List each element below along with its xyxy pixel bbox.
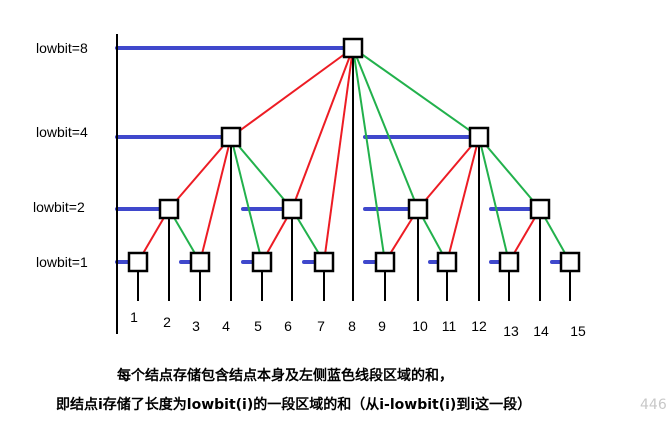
tree-node-1 xyxy=(127,251,149,273)
red-link-4-8 xyxy=(230,47,354,138)
tree-node-15 xyxy=(559,251,581,273)
watermark-text: 446 xyxy=(640,397,667,413)
index-label-5: 5 xyxy=(254,318,262,334)
tree-node-11 xyxy=(436,251,458,273)
green-link-4-5 xyxy=(230,136,263,263)
red-link-3-4 xyxy=(199,136,232,263)
index-label-4: 4 xyxy=(222,318,230,334)
index-label-8: 8 xyxy=(348,318,356,334)
index-label-13: 13 xyxy=(503,323,519,339)
level-label-2: lowbit=2 xyxy=(33,199,85,215)
red-link-10-12 xyxy=(417,136,480,210)
tree-node-4 xyxy=(220,126,242,148)
index-label-9: 9 xyxy=(378,318,386,334)
index-label-6: 6 xyxy=(284,318,292,334)
green-link-8-12 xyxy=(352,47,480,138)
tree-node-13 xyxy=(498,251,520,273)
index-label-11: 11 xyxy=(442,318,457,334)
tree-node-7 xyxy=(313,251,335,273)
red-link-11-12 xyxy=(446,136,480,263)
level-label-1: lowbit=1 xyxy=(36,254,88,270)
index-label-7: 7 xyxy=(317,318,325,334)
green-link-8-10 xyxy=(352,47,419,210)
tree-node-12 xyxy=(468,126,490,148)
green-link-8-9 xyxy=(352,47,386,263)
red-link-2-4 xyxy=(168,136,232,210)
red-link-7-8 xyxy=(323,47,354,263)
level-label-4: lowbit=4 xyxy=(36,124,88,140)
index-label-12: 12 xyxy=(471,318,487,334)
index-label-2: 2 xyxy=(163,314,171,330)
green-link-4-6 xyxy=(230,136,293,210)
tree-node-10 xyxy=(407,198,429,220)
index-label-14: 14 xyxy=(533,323,549,339)
index-label-15: 15 xyxy=(570,323,586,339)
stem-layer xyxy=(137,57,571,301)
tree-node-5 xyxy=(251,251,273,273)
index-label-10: 10 xyxy=(412,318,428,334)
caption-line-1: 每个结点存储包含结点本身及左侧蓝色线段区域的和， xyxy=(117,367,453,384)
level-label-8: lowbit=8 xyxy=(36,40,88,56)
tree-node-8 xyxy=(342,37,364,59)
green-link-12-13 xyxy=(478,136,510,263)
red-link-6-8 xyxy=(291,47,354,210)
tree-node-9 xyxy=(374,251,396,273)
node-layer xyxy=(127,37,581,273)
index-label-3: 3 xyxy=(192,318,200,334)
green-link-12-14 xyxy=(478,136,541,210)
index-label-1: 1 xyxy=(130,309,138,325)
tree-node-2 xyxy=(158,198,180,220)
caption-line-2: 即结点i存储了长度为lowbit(i)的一段区域的和（从i-lowbit(i)到… xyxy=(56,396,531,413)
tree-node-3 xyxy=(189,251,211,273)
tree-node-6 xyxy=(281,198,303,220)
tree-node-14 xyxy=(529,198,551,220)
